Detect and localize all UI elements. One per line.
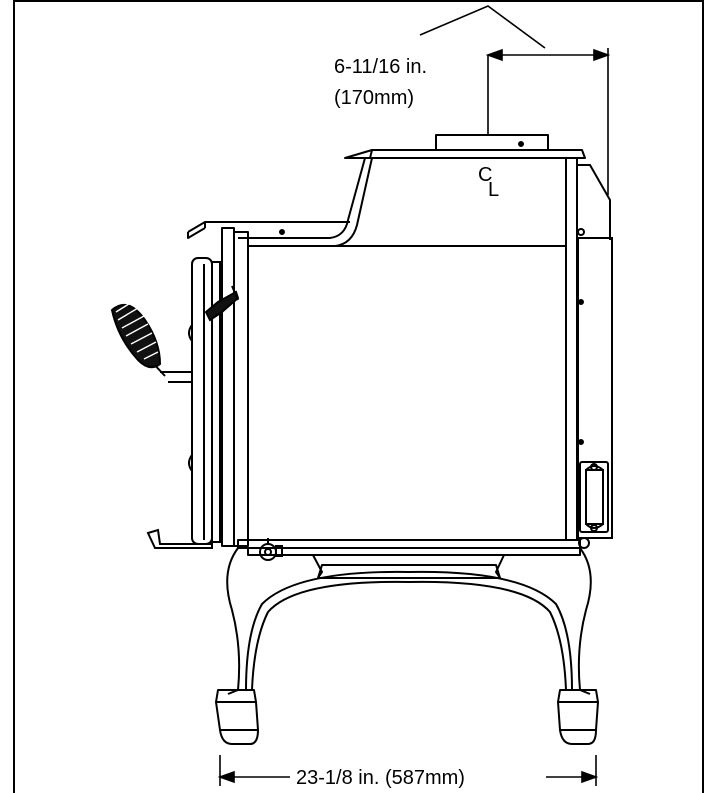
bottom-dimension-label: 23-1/8 in. (587mm): [296, 767, 465, 789]
bottom-knob-icon: [259, 538, 283, 561]
svg-text:C: C: [478, 164, 492, 186]
door-handle-coil-icon: [110, 301, 162, 369]
stove-body: [187, 134, 586, 556]
svg-text:L: L: [488, 179, 499, 201]
bottom-dimension: [217, 755, 599, 786]
air-control-lever-icon: [204, 285, 240, 322]
cast-legs: [215, 547, 599, 745]
top-dimension-inches: 6-11/16 in.: [334, 56, 427, 78]
drawing-frame: [13, 0, 704, 793]
top-dimension: [419, 5, 611, 195]
centerline-symbol: C L: [478, 164, 499, 201]
front-door: [146, 257, 221, 549]
top-dimension-mm: (170mm): [334, 87, 414, 109]
rear-heat-shield: [577, 164, 613, 549]
